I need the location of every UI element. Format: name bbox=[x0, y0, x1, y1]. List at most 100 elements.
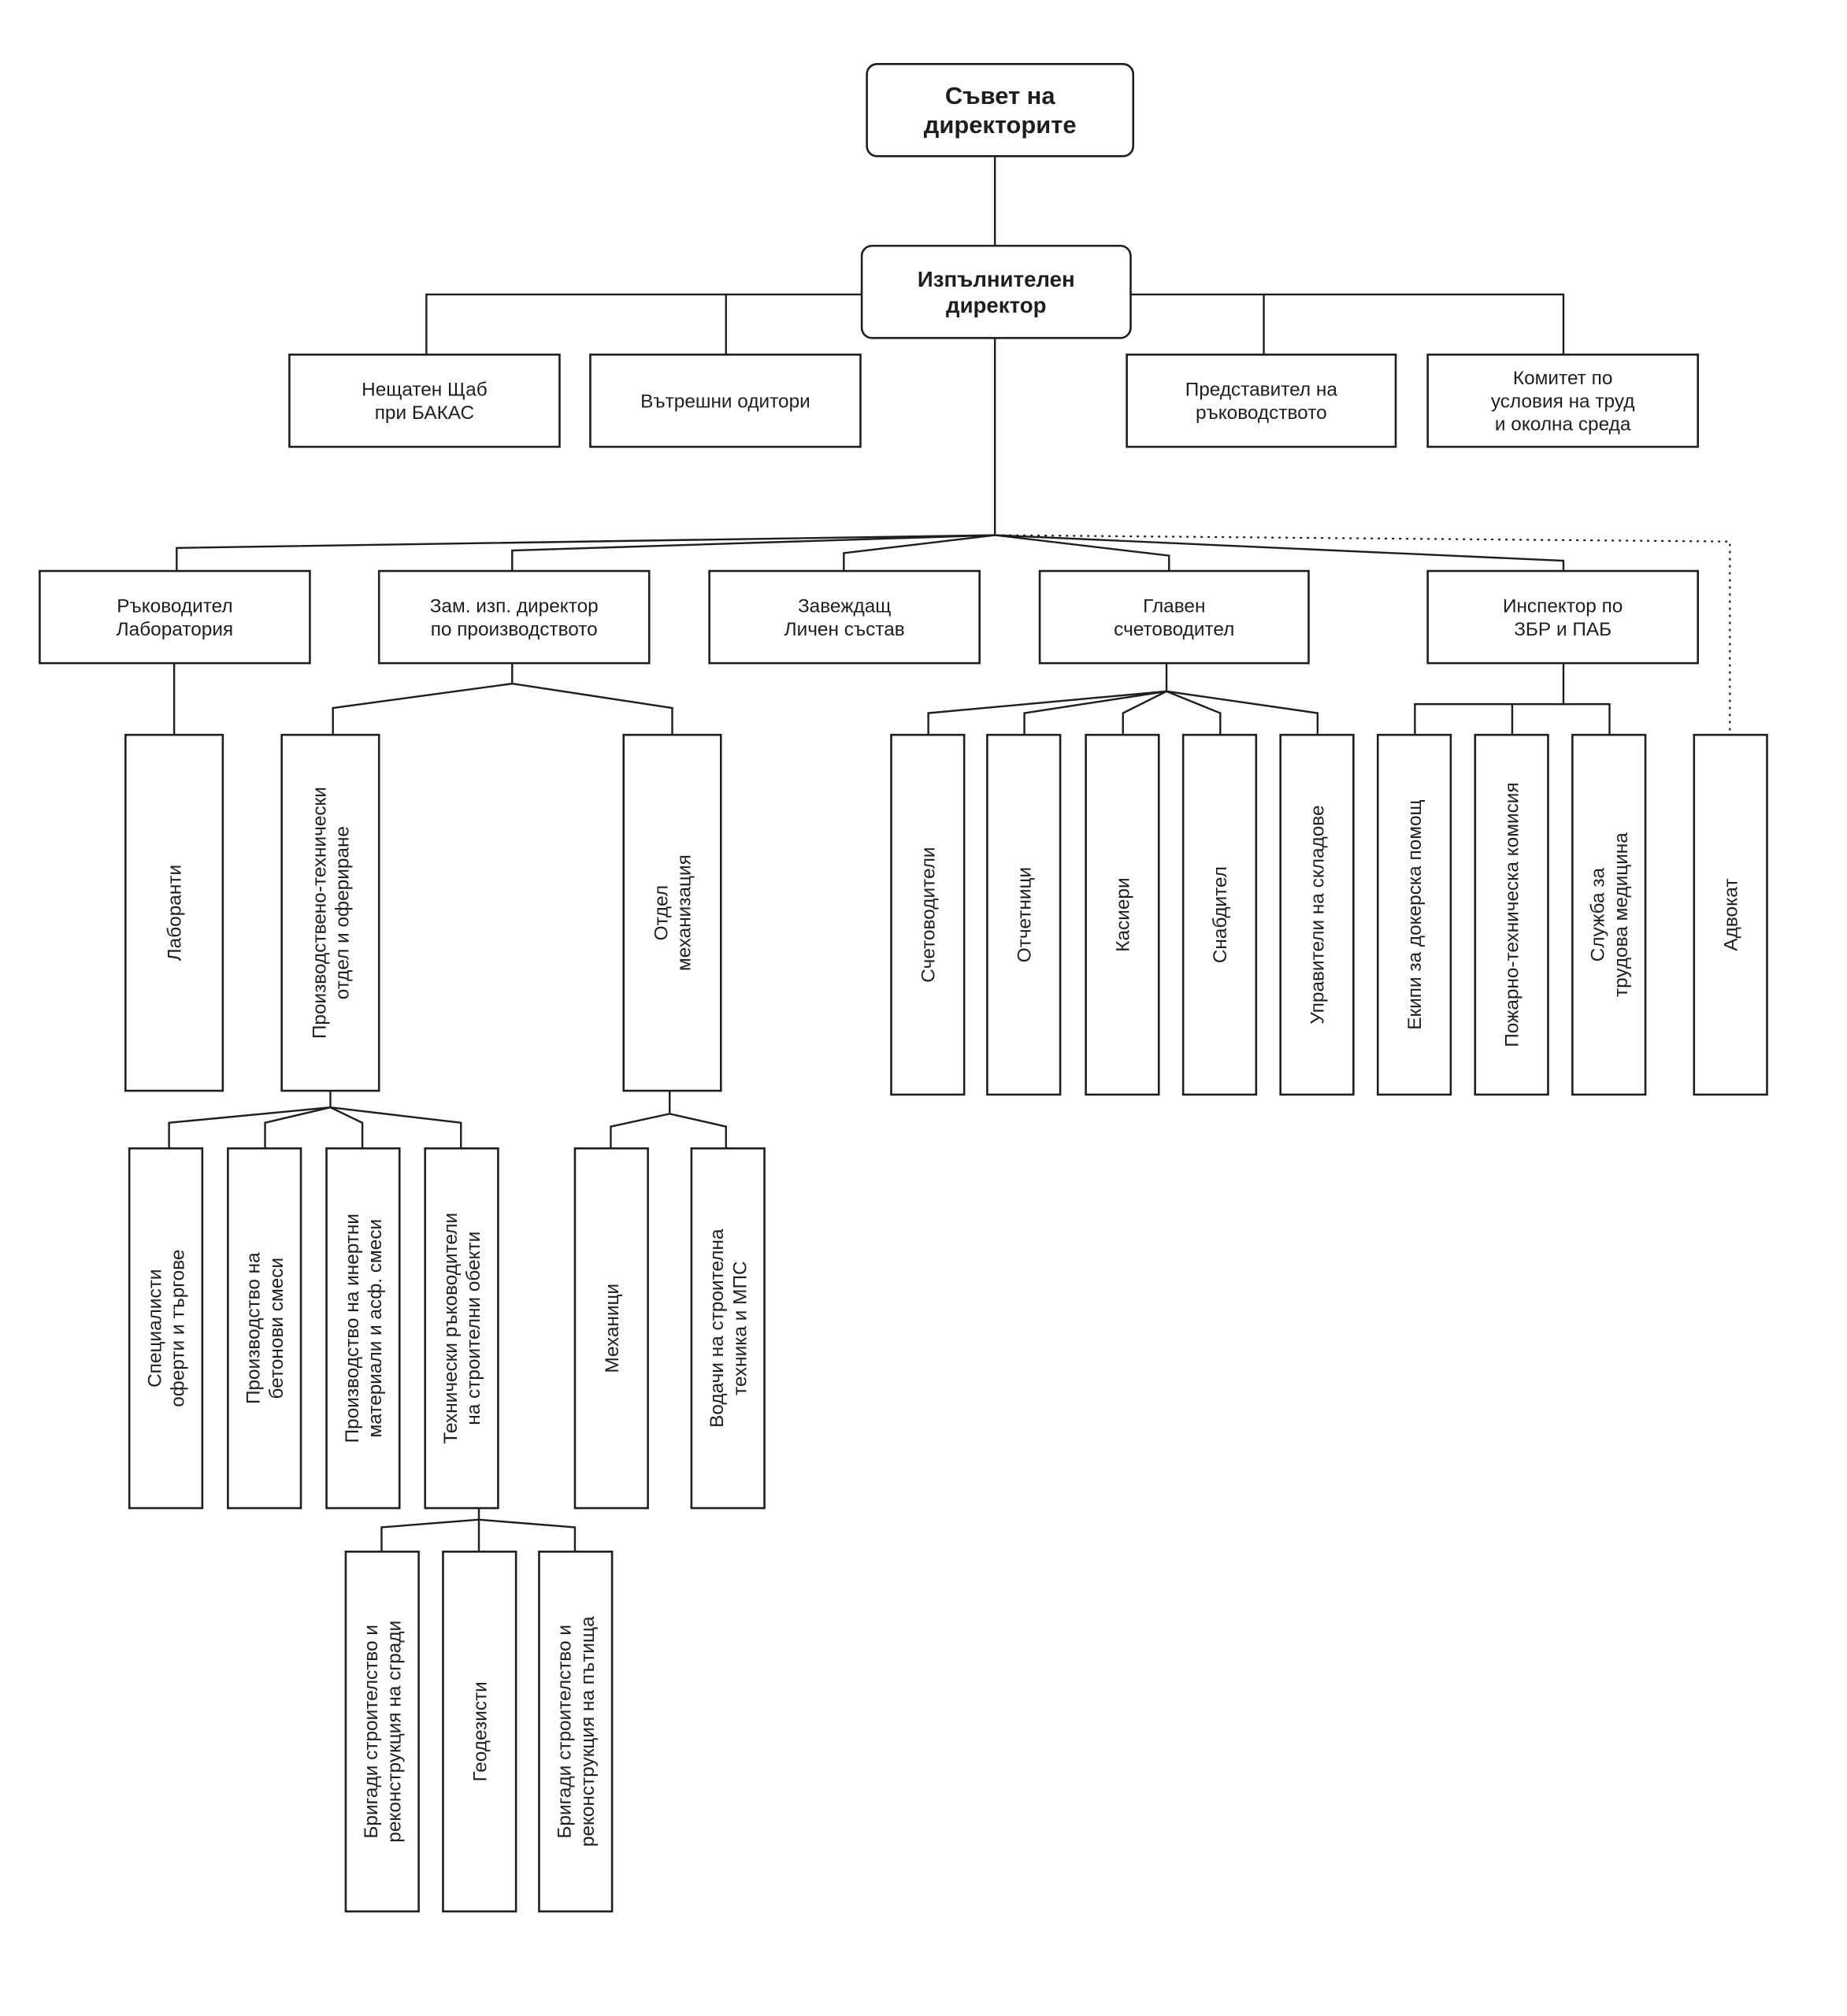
node-lawyer: Адвокат bbox=[1693, 733, 1768, 1096]
node-label: Технически ръководителина строителни обе… bbox=[440, 1213, 484, 1444]
node-box bbox=[288, 354, 561, 448]
node-dock-help: Екипи за докерска помощ bbox=[1376, 733, 1452, 1096]
node-box bbox=[377, 569, 651, 665]
node-mechanics: Механици bbox=[573, 1147, 649, 1510]
node-warehouse: Управители на складове bbox=[1279, 733, 1355, 1096]
node-label: Счетоводители bbox=[918, 847, 939, 982]
connector-deputy-branches bbox=[332, 682, 673, 736]
node-box bbox=[1571, 733, 1647, 1096]
node-box bbox=[690, 1147, 766, 1510]
node-box bbox=[708, 569, 981, 665]
node-label: Бригади строителство иреконструкция на п… bbox=[554, 1616, 599, 1847]
node-box bbox=[622, 733, 722, 1092]
node-box bbox=[442, 1551, 517, 1913]
node-box bbox=[538, 1551, 614, 1913]
node-box bbox=[1474, 733, 1549, 1096]
node-surveyors: Геодезисти bbox=[442, 1551, 517, 1913]
node-box bbox=[344, 1551, 420, 1913]
node-medicine: Служба затрудова медицина bbox=[1571, 733, 1647, 1096]
node-label: Вътрешни одитори bbox=[640, 391, 810, 412]
node-box bbox=[986, 733, 1062, 1096]
node-box bbox=[128, 1147, 204, 1510]
node-box bbox=[890, 733, 966, 1096]
node-box bbox=[1038, 569, 1310, 665]
node-reporters: Отчетници bbox=[986, 733, 1062, 1096]
connector-to-deputy bbox=[511, 534, 996, 572]
node-box bbox=[589, 354, 862, 448]
node-label: Лаборанти bbox=[165, 865, 186, 961]
node-drivers: Водачи на строителнатехника и МПС bbox=[690, 1147, 766, 1510]
connector-to-personnel bbox=[843, 534, 996, 572]
node-box bbox=[573, 1147, 649, 1510]
node-box bbox=[124, 733, 224, 1092]
connector-exec-to-staff bbox=[425, 293, 862, 355]
node-label: Адвокат bbox=[1721, 879, 1742, 951]
node-box bbox=[1426, 569, 1699, 665]
node-box bbox=[1085, 733, 1160, 1096]
node-label: Касиери bbox=[1112, 877, 1133, 951]
node-label: Служба затрудова медицина bbox=[1588, 832, 1632, 997]
node-label: Производство набетонови смеси bbox=[243, 1252, 287, 1404]
node-label: Производство на инертниматериали и асф. … bbox=[342, 1214, 386, 1443]
node-supplier: Снабдител bbox=[1181, 733, 1258, 1096]
node-box bbox=[1693, 733, 1768, 1096]
node-brigades-buildings: Бригади строителство иреконструкция на с… bbox=[344, 1551, 420, 1913]
node-box bbox=[227, 1147, 302, 1510]
node-label: Управители на складове bbox=[1307, 805, 1329, 1024]
node-mechanization: Отделмеханизация bbox=[622, 733, 722, 1092]
node-label: Механици bbox=[602, 1284, 623, 1373]
node-label: Екипи за докерска помощ bbox=[1404, 799, 1426, 1029]
node-prod-tech: Производствено-техническиотдел и оферира… bbox=[280, 733, 380, 1092]
node-auditors: Вътрешни одитори bbox=[589, 354, 862, 448]
node-offers: Специалистиоферти и търгове bbox=[128, 1147, 204, 1510]
node-box bbox=[860, 244, 1132, 339]
connector-exec-to-committee bbox=[1130, 293, 1565, 355]
node-label: Геодезисти bbox=[469, 1681, 491, 1781]
connector-prodtech-to-inert bbox=[329, 1106, 364, 1149]
connector-mech-branches bbox=[610, 1113, 727, 1149]
node-box bbox=[1426, 354, 1699, 448]
node-accountants: Счетоводители bbox=[890, 733, 966, 1096]
node-box bbox=[1376, 733, 1452, 1096]
node-box bbox=[325, 1147, 401, 1510]
node-label: Пожарно-техническа комисия bbox=[1502, 782, 1523, 1047]
node-box bbox=[424, 1147, 499, 1510]
connector-prodtech-branches bbox=[168, 1106, 462, 1149]
node-box bbox=[280, 733, 380, 1092]
node-concrete: Производство набетонови смеси bbox=[227, 1147, 302, 1510]
node-label: Снабдител bbox=[1210, 866, 1231, 963]
connector-to-chief-accountant bbox=[995, 534, 1170, 572]
node-tech-managers: Технически ръководителина строителни обе… bbox=[424, 1147, 499, 1510]
node-label: Производствено-техническиотдел и оферира… bbox=[309, 787, 353, 1039]
node-label: Бригади строителство иреконструкция на с… bbox=[361, 1621, 405, 1843]
connector-chief-to-cashiers bbox=[1122, 690, 1167, 736]
connector-to-inspector bbox=[995, 534, 1565, 572]
node-inert: Производство на инертниматериали и асф. … bbox=[325, 1147, 401, 1510]
connector-chief-to-reporters bbox=[1023, 690, 1167, 736]
node-label: Водачи на строителнатехника и МПС bbox=[707, 1228, 751, 1428]
node-label: Специалистиоферти и търгове bbox=[144, 1250, 188, 1407]
node-box bbox=[1181, 733, 1258, 1096]
connector-lines bbox=[168, 156, 1731, 1552]
